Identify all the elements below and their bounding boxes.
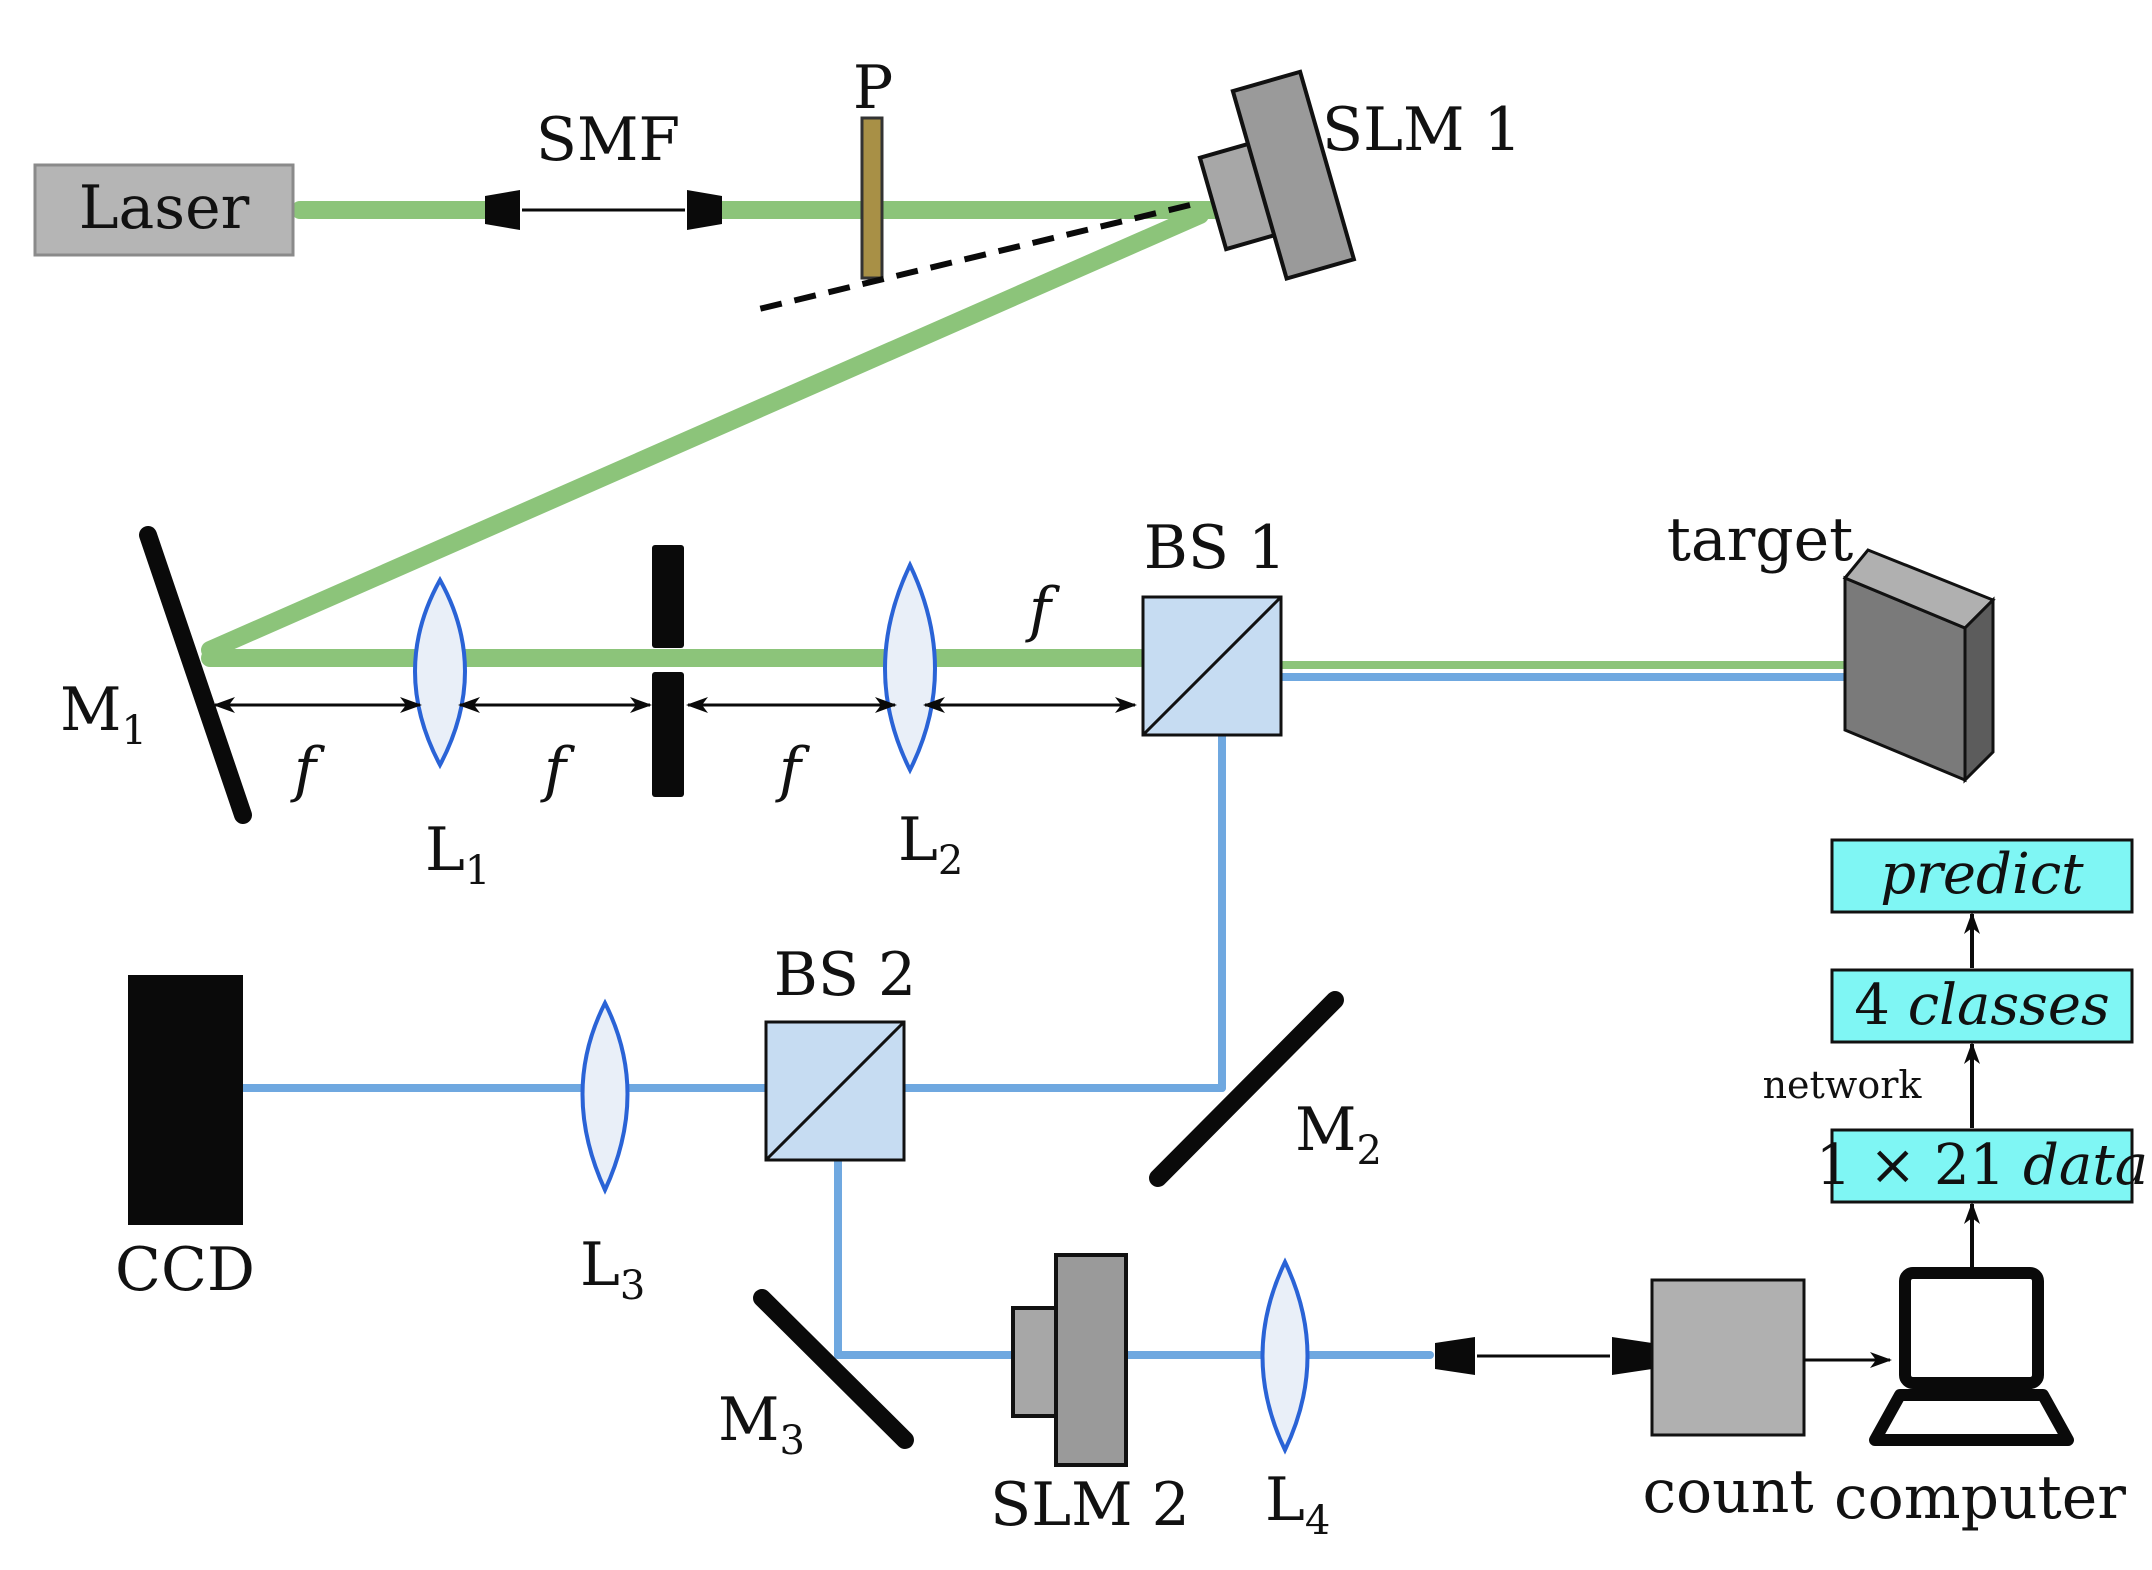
focal-label-3: f xyxy=(775,735,811,805)
fiber-connector-right xyxy=(687,190,722,230)
l4-label: L4 xyxy=(1265,1465,1330,1544)
l2-label: L2 xyxy=(898,805,963,884)
output-fiber xyxy=(1435,1337,1652,1375)
fiber-connector-left xyxy=(485,190,520,230)
mirror-m3: M3 xyxy=(718,1289,914,1464)
count-label: count xyxy=(1642,1457,1813,1527)
laser: Laser xyxy=(33,163,295,257)
m1-label: M1 xyxy=(60,675,147,754)
ccd-camera: CCD xyxy=(115,975,255,1305)
beamsplitter-bs1: BS 1 xyxy=(1141,513,1286,737)
aperture-filter xyxy=(652,545,684,797)
polarizer-label: P xyxy=(853,53,893,123)
ccd-label: CCD xyxy=(115,1235,255,1305)
aperture-top-blade xyxy=(652,545,684,648)
m3-mirror-bar xyxy=(753,1289,914,1449)
counter-box xyxy=(1650,1278,1806,1437)
target-side-face xyxy=(1963,596,1995,784)
single-mode-fiber: SMF xyxy=(485,105,722,230)
target-object: target xyxy=(1667,505,1996,784)
l3-lens-shape xyxy=(580,998,630,1195)
bs2-label: BS 2 xyxy=(774,940,916,1010)
l3-label: L3 xyxy=(580,1230,645,1309)
slm1-panel-body xyxy=(1230,69,1357,282)
slm1-label: SLM 1 xyxy=(1322,95,1522,165)
bs1-label: BS 1 xyxy=(1144,513,1286,583)
slm1 xyxy=(1197,69,1357,282)
network-label: network xyxy=(1763,1063,1923,1107)
polarizer: P xyxy=(853,53,893,280)
computer-label: computer xyxy=(1834,1463,2126,1533)
classes-box xyxy=(1830,968,2134,1044)
data-box xyxy=(1830,1128,2134,1204)
computer: computer xyxy=(1834,1267,2126,1533)
focal-label-4: f xyxy=(1025,575,1061,645)
zero-order-dashed-ray xyxy=(754,202,1191,313)
slm2-panel-body xyxy=(1054,1253,1128,1467)
slm2-label: SLM 2 xyxy=(990,1470,1190,1540)
polarizer-plate xyxy=(860,116,884,280)
smf-label: SMF xyxy=(536,105,680,175)
l2-lens-shape xyxy=(883,560,937,775)
l4-lens-shape xyxy=(1260,1257,1310,1455)
mirror-m2: M2 xyxy=(1149,991,1382,1187)
lens-l3: L3 xyxy=(580,998,645,1309)
predict-label: predict xyxy=(1880,842,2084,907)
output-fiber-connector-right xyxy=(1612,1337,1652,1375)
data-label: 1 × 21 data xyxy=(1816,1133,2148,1198)
m1-mirror-bar xyxy=(139,526,252,824)
green-beam-path xyxy=(201,201,1899,669)
computer-screen xyxy=(1899,1267,2044,1389)
beamsplitter-bs2: BS 2 xyxy=(764,940,916,1162)
classes-label: 4 classes xyxy=(1854,973,2109,1038)
photon-counter: count xyxy=(1642,1278,1814,1527)
slm2-panel-front xyxy=(1011,1306,1060,1418)
target-label: target xyxy=(1667,505,1854,575)
predict-box xyxy=(1830,838,2134,914)
laser-label: Laser xyxy=(79,173,250,243)
focal-label-2: f xyxy=(540,735,576,805)
aperture-bottom-blade xyxy=(652,672,684,797)
l1-label: L1 xyxy=(425,815,490,894)
lens-l2: L2 xyxy=(883,560,963,884)
output-fiber-connector-left xyxy=(1435,1337,1475,1375)
blue-beam-bs1-to-m2 xyxy=(1218,673,1229,1092)
focal-label-1: f xyxy=(290,735,326,805)
l1-lens-shape xyxy=(413,575,467,770)
m2-label: M2 xyxy=(1295,1095,1382,1174)
slm2: SLM 2 xyxy=(990,1253,1190,1540)
bs2-diagonal xyxy=(764,1020,906,1162)
m3-label: M3 xyxy=(718,1385,805,1464)
green-beam-slm1-to-m1 xyxy=(201,206,1209,659)
mirror-m1: M1 xyxy=(60,526,252,824)
processing-stack: predict 4 classes 1 × 21 data network xyxy=(1763,838,2148,1268)
computer-keyboard xyxy=(1869,1389,2074,1446)
bs1-diagonal xyxy=(1141,595,1283,737)
m2-mirror-bar xyxy=(1149,991,1344,1187)
lens-l4: L4 xyxy=(1260,1257,1330,1544)
ccd-body xyxy=(128,975,243,1225)
lens-l1: L1 xyxy=(413,575,490,894)
